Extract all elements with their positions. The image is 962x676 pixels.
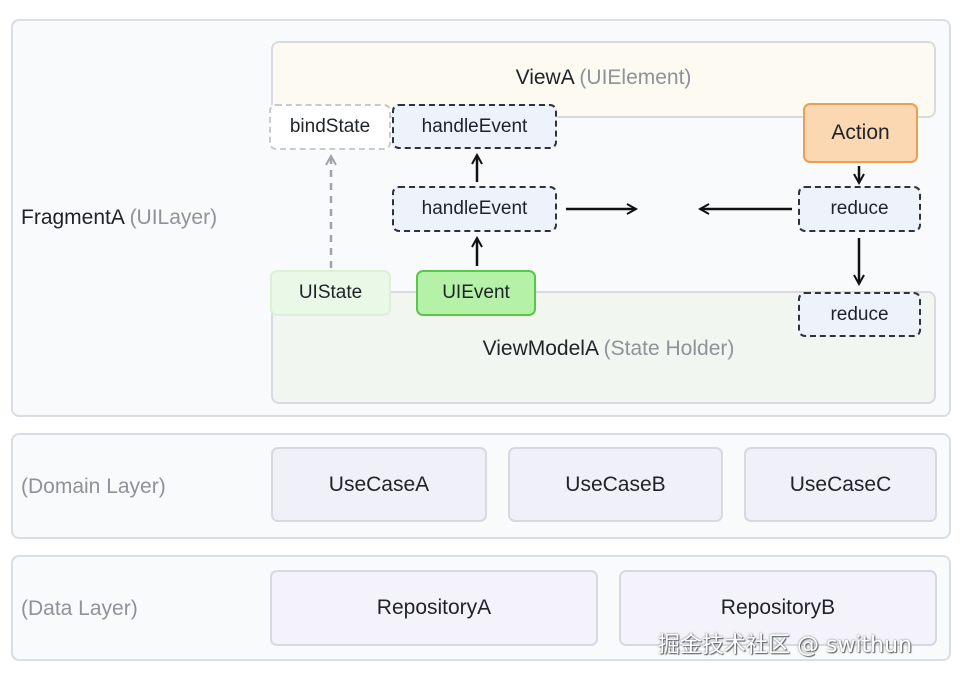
ui-event-node: UIEvent [416, 270, 536, 316]
domain-layer-label: (Domain Layer) [21, 475, 166, 498]
bind-state-node: bindState [269, 104, 391, 150]
ui-layer-label-sub: (UILayer) [129, 206, 218, 229]
view-model-title: ViewModelA (State Holder) [271, 337, 936, 361]
reduce-bottom-node: reduce [798, 292, 921, 337]
use-case-a: UseCaseA [271, 447, 487, 522]
repository-b: RepositoryB [619, 570, 937, 646]
handle-event-mid-node: handleEvent [392, 186, 557, 232]
watermark-text: 掘金技术社区 @ swithun [658, 633, 913, 658]
action-node: Action [803, 103, 918, 163]
view-model-title-main: ViewModelA [482, 337, 598, 360]
ui-layer-label: FragmentA (UILayer) [21, 206, 217, 230]
reduce-top-node: reduce [798, 186, 921, 232]
view-title-sub: (UIElement) [579, 66, 692, 89]
use-case-b: UseCaseB [508, 447, 723, 522]
data-layer-label: (Data Layer) [21, 597, 138, 620]
use-case-c: UseCaseC [744, 447, 937, 522]
view-title-main: ViewA [515, 66, 574, 89]
view-title: ViewA (UIElement) [271, 66, 936, 90]
handle-event-top-node: handleEvent [392, 104, 557, 149]
ui-state-node: UIState [270, 270, 391, 316]
view-model-title-sub: (State Holder) [603, 337, 735, 360]
repository-a: RepositoryA [270, 570, 598, 646]
ui-layer-label-main: FragmentA [21, 206, 124, 229]
